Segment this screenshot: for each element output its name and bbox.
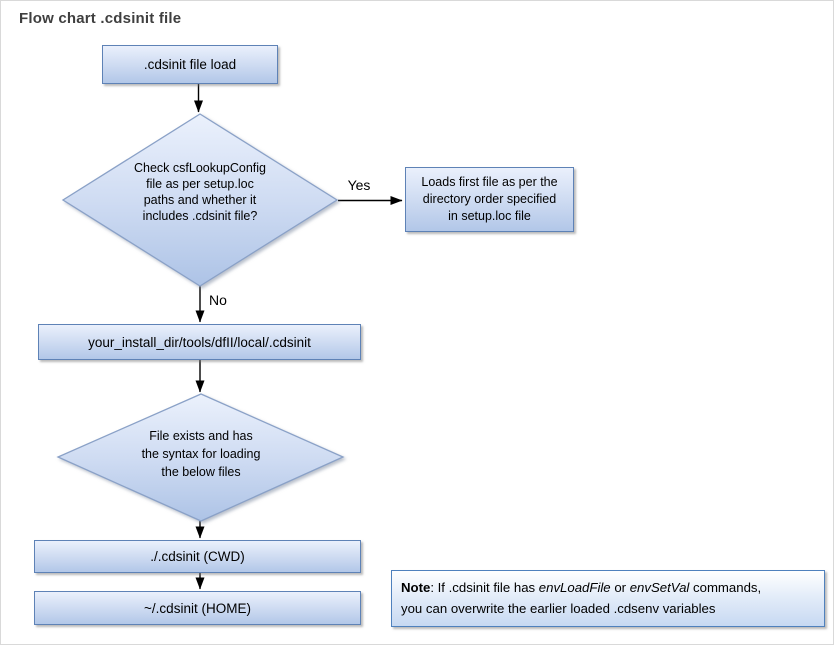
- note-italic-2: envSetVal: [629, 580, 690, 595]
- yes-result-label: Loads first file as per the directory or…: [421, 175, 558, 223]
- decision1-label: Check csfLookupConfig file as per setup.…: [133, 161, 267, 223]
- cwd-box: ./.cdsinit (CWD): [34, 540, 361, 573]
- install-path-label: your_install_dir/tools/dfII/local/.cdsin…: [88, 334, 311, 350]
- home-box: ~/.cdsinit (HOME): [34, 591, 361, 625]
- no-branch-label: No: [209, 292, 227, 308]
- decision2-label: File exists and has the syntax for loadi…: [141, 429, 261, 479]
- decision2-diamond: [56, 393, 345, 522]
- decision1-diamond: [61, 113, 339, 287]
- note-italic-1: envLoadFile: [538, 580, 611, 595]
- cwd-box-label: ./.cdsinit (CWD): [150, 549, 245, 564]
- start-box: .cdsinit file load: [102, 45, 278, 84]
- note-text-3: commands, you can overwrite the earlier …: [401, 580, 762, 616]
- start-box-label: .cdsinit file load: [143, 57, 237, 72]
- yes-branch-label: Yes: [347, 177, 371, 193]
- note-bold: Note: [401, 580, 431, 595]
- home-box-label: ~/.cdsinit (HOME): [144, 600, 251, 616]
- note-box: Note: If .cdsinit file has envLoadFile o…: [391, 570, 825, 627]
- install-path-box: your_install_dir/tools/dfII/local/.cdsin…: [38, 324, 361, 360]
- note-text-2: or: [610, 580, 630, 595]
- page-title: Flow chart .cdsinit file: [19, 10, 182, 27]
- note-text-1: : If .cdsinit file has: [430, 580, 539, 595]
- yes-result-box: Loads first file as per the directory or…: [405, 167, 574, 232]
